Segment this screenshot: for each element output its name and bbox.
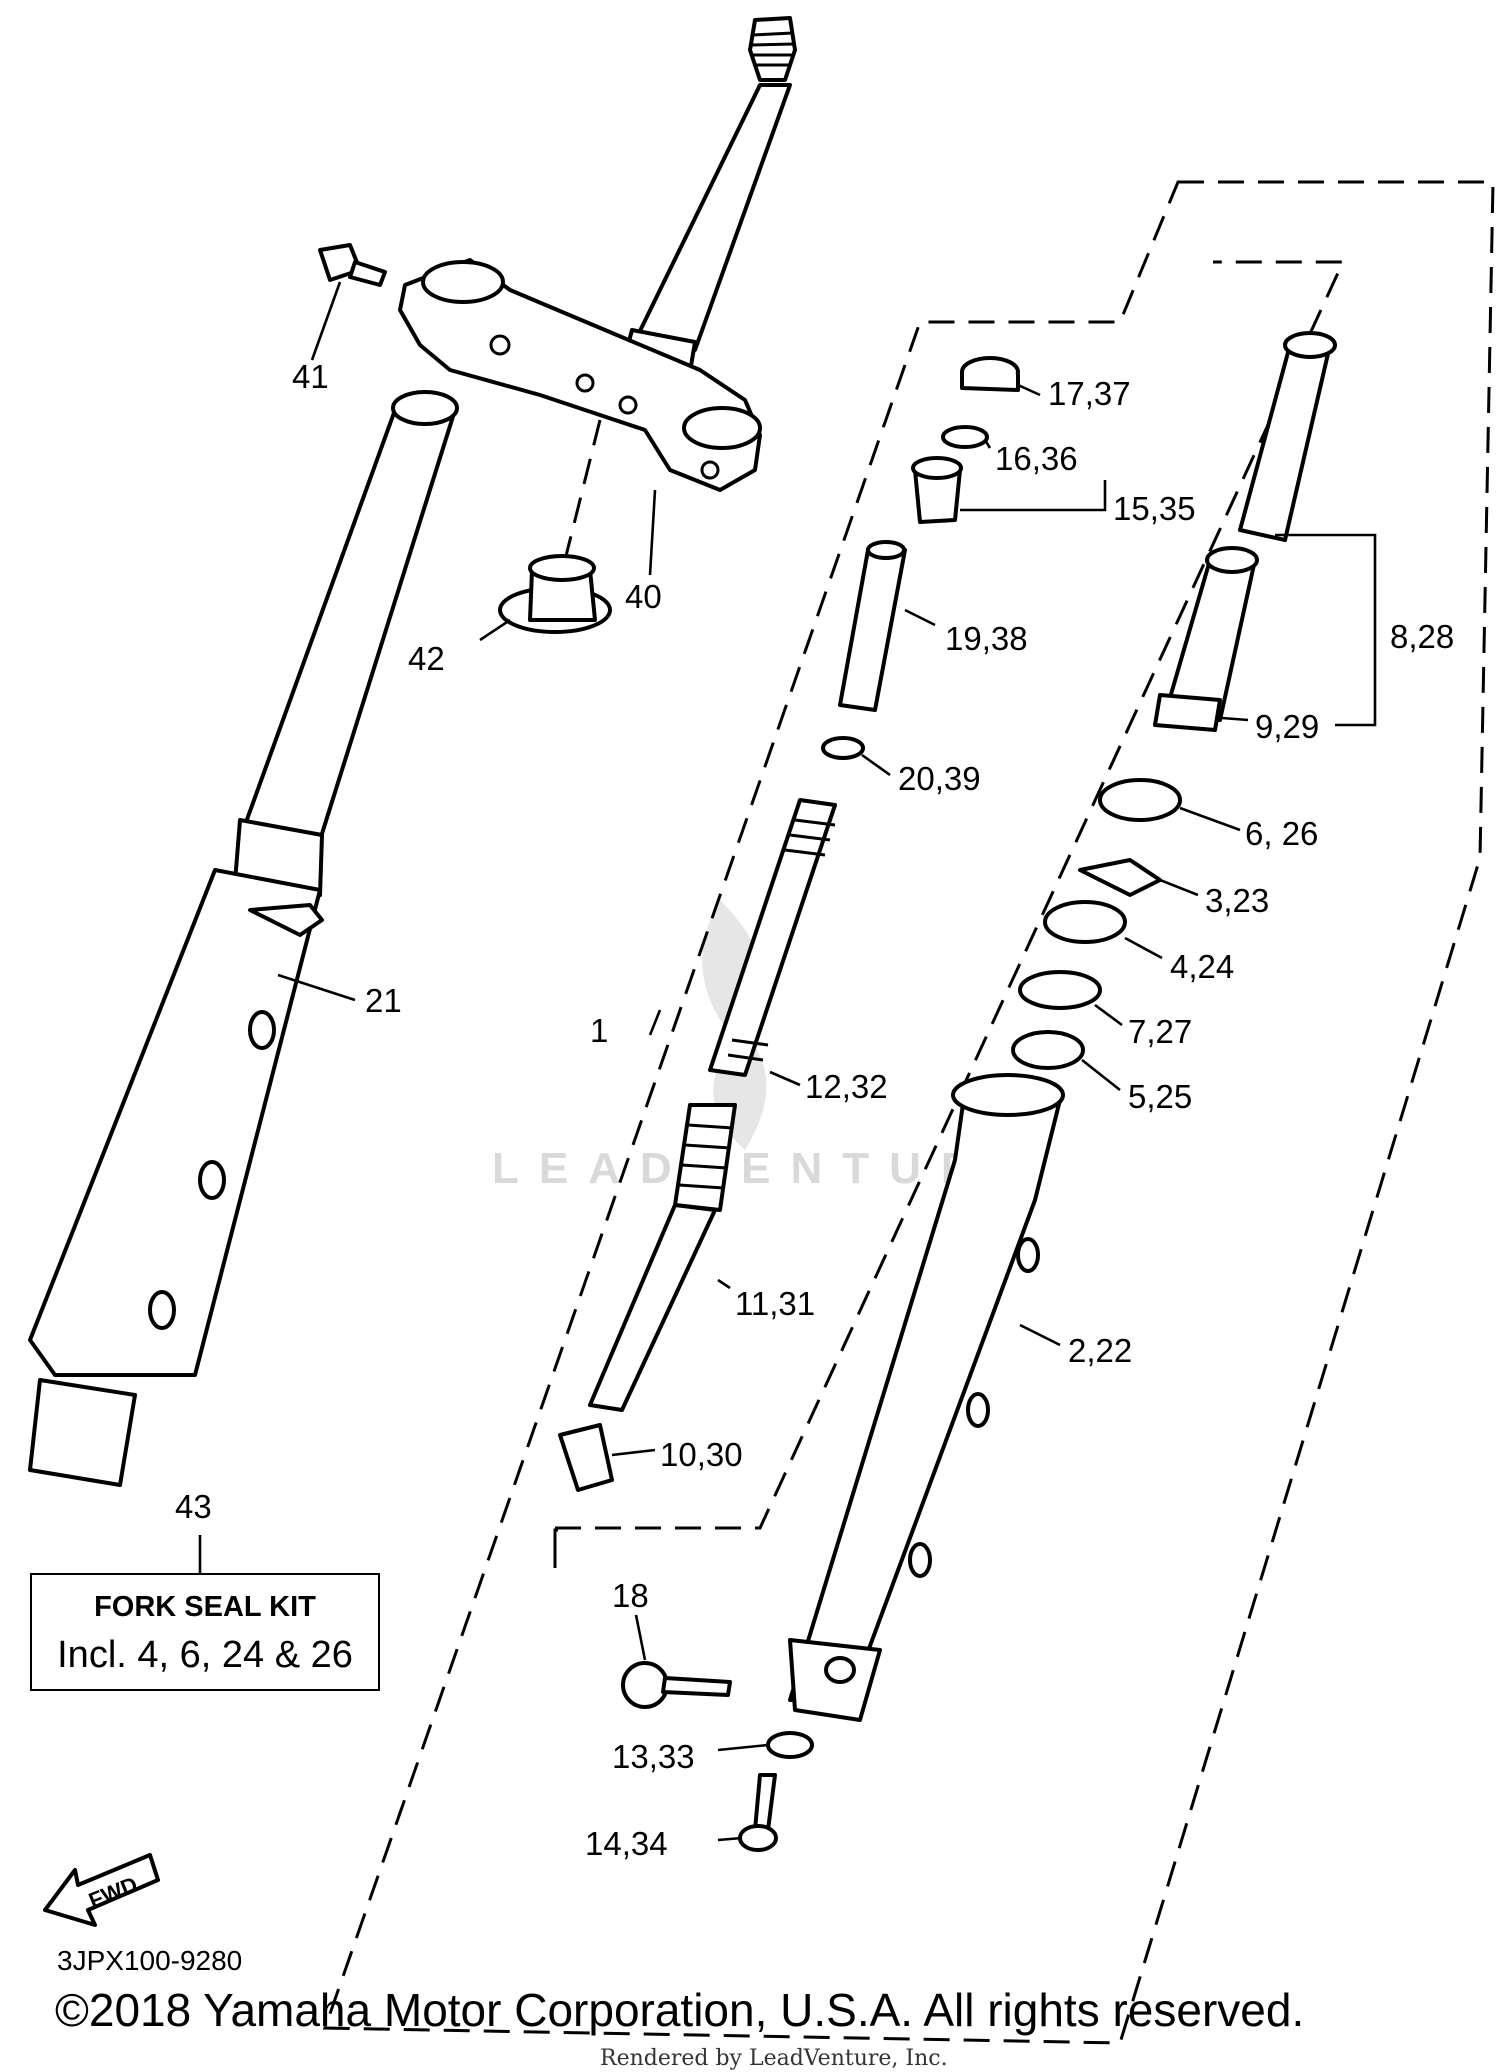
washer-7 [1018,970,1102,1010]
spacer-19 [838,540,907,712]
callout-9-29: 9,29 [1255,708,1319,745]
drain-bolt-14 [738,1773,778,1852]
fork-seal-kit-box: FORK SEAL KIT Incl. 4, 6, 24 & 26 [30,1573,380,1691]
callout-20-39: 20,39 [898,760,981,797]
callout-5-25: 5,25 [1128,1078,1192,1115]
callout-42: 42 [408,640,445,677]
bushing-5 [1011,1030,1085,1070]
callout-labels: 41 40 42 21 1 17,37 16,36 15,35 19,38 20… [175,358,1454,1862]
copyright-notice: ©2018 Yamaha Motor Corporation, U.S.A. A… [55,1984,1305,2036]
bolt-18 [621,1661,732,1709]
dust-seal-4 [1043,900,1127,944]
leader-lines [198,281,1377,1842]
kit-title: FORK SEAL KIT [94,1591,316,1623]
callout-6-26: 6, 26 [1245,815,1318,852]
right-fork-leg-2 [788,1073,1065,1722]
callout-7-27: 7,27 [1128,1013,1192,1050]
o-ring-16 [941,425,989,449]
callout-19-38: 19,38 [945,620,1028,657]
callout-11-31: 11,31 [735,1285,815,1322]
bolt-41 [318,243,387,287]
callout-40: 40 [625,578,662,615]
damper-rod-11 [588,1103,737,1412]
callout-17-37: 17,37 [1048,375,1131,412]
callout-10-30: 10,30 [660,1436,743,1473]
callout-41: 41 [292,358,329,395]
callout-18: 18 [612,1577,649,1614]
inner-bracket-bottom [553,1528,558,1568]
inner-assembly-boundary [553,260,1346,1568]
oil-seal-6 [1098,778,1182,822]
callout-8-28: 8,28 [1390,618,1454,655]
callout-1: 1 [590,1012,608,1049]
fork-tube-8 [1238,331,1337,542]
right-fork-assembly-boundary [322,180,1495,2045]
steering-stem-bracket [398,16,797,492]
cap-bolt-17 [960,356,1020,392]
reference-code: 3JPX100-9280 [57,1945,243,1976]
cap-15 [911,456,963,524]
callout-13-33: 13,33 [612,1738,695,1775]
rendered-by-credit: Rendered by LeadVenture, Inc. [600,2046,948,2071]
callout-4-24: 4,24 [1170,948,1234,985]
washer-20 [821,736,865,760]
washer-13 [766,1731,814,1759]
callout-16-36: 16,36 [995,440,1078,477]
kit-description: Incl. 4, 6, 24 & 26 [57,1634,353,1676]
callout-2-22: 2,22 [1068,1332,1132,1369]
fwd-arrow-icon: FWD [43,1853,160,1927]
callout-15-35: 15,35 [1113,490,1196,527]
bracket-dash-40-42 [558,419,602,581]
callout-14-34: 14,34 [585,1825,668,1862]
fork-tube-9 [1153,546,1259,732]
left-fork-leg [28,390,459,1487]
callout-12-32: 12,32 [805,1068,888,1105]
callout-21: 21 [365,982,402,1019]
spring-12 [708,798,837,1077]
clip-3 [1078,858,1162,897]
bushing-42 [498,554,612,634]
callout-43: 43 [175,1488,212,1525]
taper-spindle-10 [558,1423,614,1492]
callout-3-23: 3,23 [1205,882,1269,919]
